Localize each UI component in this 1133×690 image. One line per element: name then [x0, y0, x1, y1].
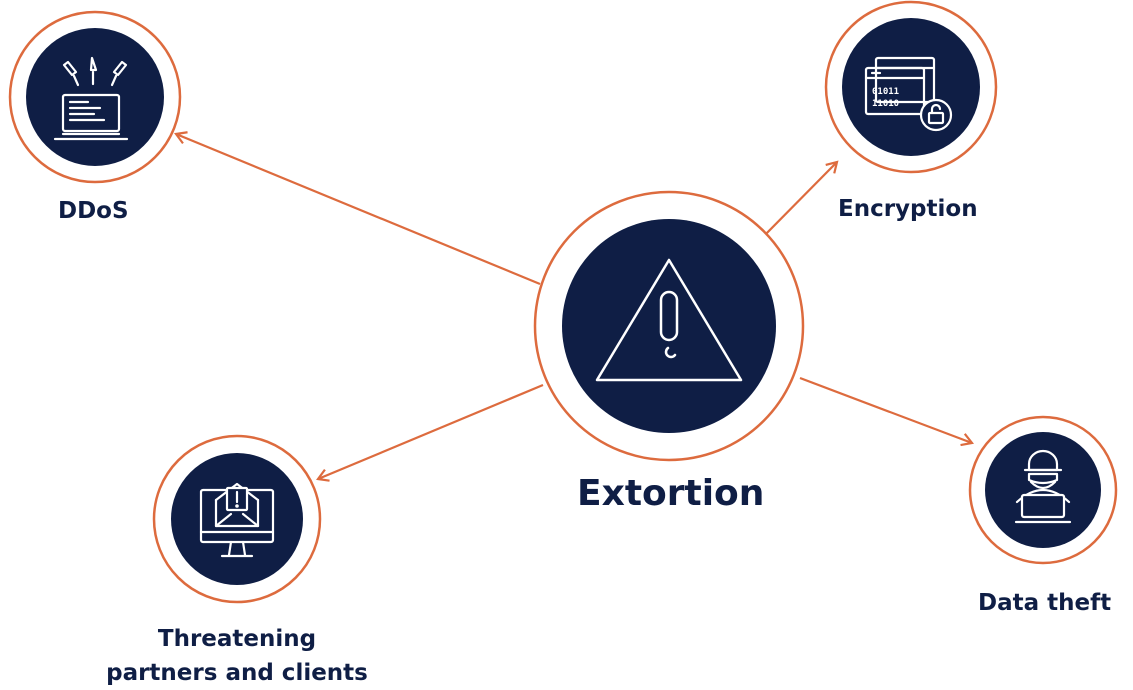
- arrow-to-data-theft: [799, 376, 974, 447]
- encryption-label: Encryption: [838, 196, 978, 222]
- node-encryption: 01011 11010: [824, 0, 998, 174]
- node-ddos: [8, 10, 182, 184]
- svg-text:01011: 01011: [872, 87, 899, 97]
- node-threatening: [152, 434, 322, 604]
- svg-text:11010: 11010: [872, 99, 899, 109]
- arrow-to-ddos: [174, 131, 541, 286]
- node-data-theft: [968, 415, 1118, 565]
- extortion-label: Extortion: [577, 473, 765, 514]
- warning-triangle-icon: [595, 258, 743, 382]
- arrow-to-threatening: [316, 383, 544, 482]
- node-extortion: [533, 190, 805, 462]
- threatening-label-line2: partners and clients: [106, 660, 368, 686]
- hacker-laptop-icon: [1014, 449, 1072, 524]
- ddos-attack-icon: [53, 56, 129, 141]
- alert-dot: [235, 504, 239, 508]
- data-theft-label: Data theft: [978, 590, 1112, 616]
- ddos-label: DDoS: [58, 198, 129, 224]
- encrypted-window-lock-icon: [864, 56, 953, 132]
- arrow-to-encryption: [761, 160, 839, 239]
- binary-digits: 01011 11010: [872, 87, 899, 109]
- threatening-label: Threatening partners and clients: [78, 622, 396, 690]
- threatening-label-line1: Threatening: [157, 626, 317, 652]
- monitor-mail-alert-icon: [199, 482, 275, 558]
